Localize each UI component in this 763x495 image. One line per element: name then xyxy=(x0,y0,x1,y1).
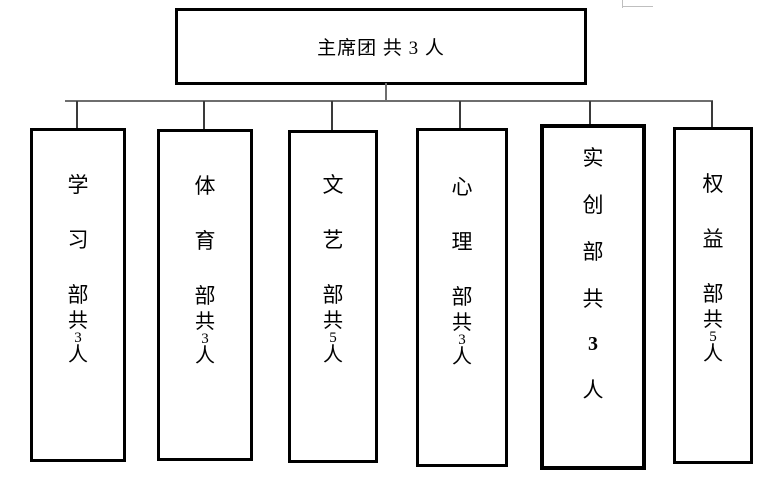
dept-name-char: 部 xyxy=(451,285,473,309)
connector-drop-1 xyxy=(76,101,78,129)
scan-artifact-vertical xyxy=(622,0,623,8)
root-node-presidium[interactable]: 主席团 共 3 人 xyxy=(175,8,587,85)
dept-name-xinli: 心 理 部 xyxy=(452,177,473,308)
dept-name-shichuang: 实 创 部 xyxy=(583,148,604,263)
dept-name-char: 学 xyxy=(67,173,89,197)
dept-name-wenyi: 文 艺 部 xyxy=(323,175,344,306)
dept-name-char: 益 xyxy=(702,227,724,251)
dept-count-xinli: 共 3 人 xyxy=(452,312,472,368)
connector-bus xyxy=(65,100,713,102)
dept-count-suffix: 人 xyxy=(582,378,604,403)
dept-count-suffix: 人 xyxy=(452,345,472,368)
dept-name-char: 习 xyxy=(67,228,89,252)
dept-name-tiyu: 体 育 部 xyxy=(195,176,216,307)
scan-artifact-horizontal xyxy=(622,6,653,7)
dept-count-prefix: 共 xyxy=(68,310,88,332)
dept-count-number: 5 xyxy=(709,329,717,346)
dept-count-number: 3 xyxy=(74,330,82,347)
dept-count-suffix: 人 xyxy=(703,342,723,365)
dept-count-wenyi: 共 5 人 xyxy=(323,310,343,366)
dept-node-xinli[interactable]: 心 理 部 共 3 人 xyxy=(416,128,508,467)
dept-count-suffix: 人 xyxy=(323,343,343,366)
dept-count-quanyi: 共 5 人 xyxy=(703,309,723,365)
dept-node-quanyi[interactable]: 权 益 部 共 5 人 xyxy=(673,127,753,464)
dept-name-char: 实 xyxy=(582,146,604,170)
connector-drop-2 xyxy=(203,101,205,130)
dept-count-prefix: 共 xyxy=(195,311,215,333)
dept-count-prefix: 共 xyxy=(703,309,723,331)
dept-count-number: 3 xyxy=(201,331,209,348)
dept-name-quanyi: 权 益 部 xyxy=(703,174,724,305)
dept-name-char: 创 xyxy=(582,193,604,217)
dept-count-prefix: 共 xyxy=(323,310,343,332)
dept-node-shichuang[interactable]: 实 创 部 共 3 人 xyxy=(540,124,646,470)
dept-name-char: 理 xyxy=(451,230,473,254)
dept-count-number: 5 xyxy=(329,330,337,347)
dept-count-prefix: 共 xyxy=(452,312,472,334)
dept-name-char: 心 xyxy=(451,175,473,199)
root-node-label: 主席团 共 3 人 xyxy=(317,38,445,59)
dept-count-suffix: 人 xyxy=(68,343,88,366)
dept-node-xuexi[interactable]: 学 习 部 共 3 人 xyxy=(30,128,126,462)
dept-count-number: 3 xyxy=(458,332,466,349)
dept-count-xuexi: 共 3 人 xyxy=(68,310,88,366)
dept-count-suffix: 人 xyxy=(195,344,215,367)
dept-count-tiyu: 共 3 人 xyxy=(195,311,215,367)
connector-stem xyxy=(385,83,387,101)
dept-name-char: 体 xyxy=(194,174,216,198)
dept-name-xuexi: 学 习 部 xyxy=(68,175,89,306)
connector-drop-5 xyxy=(589,101,591,125)
dept-node-wenyi[interactable]: 文 艺 部 共 5 人 xyxy=(288,130,378,463)
connector-drop-6 xyxy=(711,101,713,127)
connector-drop-3 xyxy=(331,101,333,131)
dept-name-char: 部 xyxy=(702,282,724,306)
dept-name-char: 育 xyxy=(194,229,216,253)
dept-name-char: 部 xyxy=(194,284,216,308)
dept-count-shichuang: 共 3 人 xyxy=(582,287,604,403)
dept-name-char: 文 xyxy=(322,173,344,197)
dept-name-char: 权 xyxy=(702,172,724,196)
dept-node-tiyu[interactable]: 体 育 部 共 3 人 xyxy=(157,129,253,461)
dept-count-prefix: 共 xyxy=(582,287,604,311)
dept-name-char: 部 xyxy=(582,240,604,264)
dept-name-char: 部 xyxy=(67,283,89,307)
connector-drop-4 xyxy=(459,101,461,129)
dept-count-number: 3 xyxy=(588,333,598,356)
dept-name-char: 部 xyxy=(322,283,344,307)
dept-name-char: 艺 xyxy=(322,228,344,252)
